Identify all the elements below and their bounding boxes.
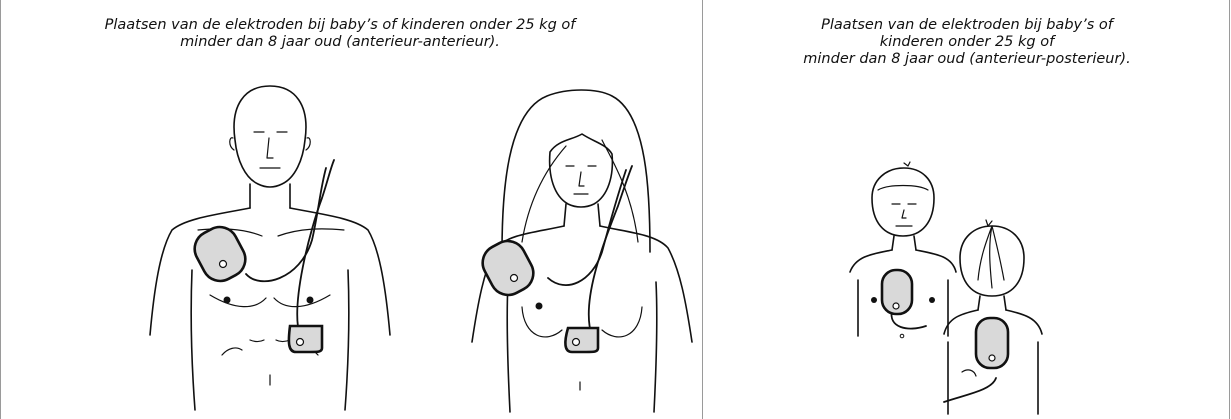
caption-right-line-2: kinderen onder 25 kg of: [712, 34, 1222, 51]
electrode-pad-lower: [289, 326, 322, 352]
female-torso-illustration: [462, 82, 702, 412]
nipple-dot: [536, 303, 543, 310]
caption-anterior-anterior: Plaatsen van de elektroden bij baby’s of…: [40, 17, 640, 51]
caption-left-line-2: minder dan 8 jaar oud (anterieur-anterie…: [40, 34, 640, 51]
nipple-dot: [307, 297, 314, 304]
nipple-dot: [224, 297, 231, 304]
electrode-pad-back: [976, 318, 1008, 368]
caption-right-line-1: Plaatsen van de elektroden bij baby’s of: [712, 17, 1222, 34]
male-torso-illustration: [150, 80, 390, 410]
panel-divider: [702, 0, 703, 419]
electrode-pad-upper: [476, 235, 539, 302]
caption-left-line-1: Plaatsen van de elektroden bij baby’s of…: [40, 17, 640, 34]
electrode-pad-lower: [565, 328, 598, 352]
electrode-pad-front: [882, 270, 912, 314]
child-back-illustration: [938, 218, 1048, 418]
caption-right-line-3: minder dan 8 jaar oud (anterieur-posteri…: [712, 51, 1222, 68]
caption-anterior-posterior: Plaatsen van de elektroden bij baby’s of…: [712, 17, 1222, 68]
